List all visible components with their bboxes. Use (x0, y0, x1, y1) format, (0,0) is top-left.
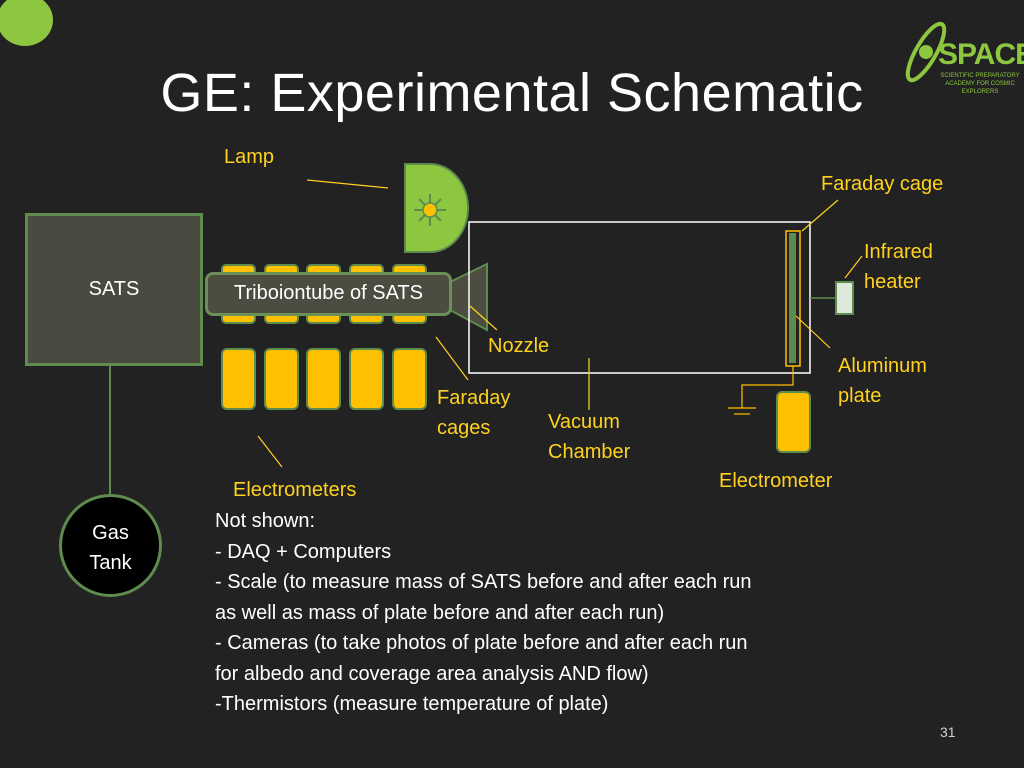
vacuum-chamber-label: Vacuum Chamber (548, 411, 631, 463)
note-line: - Cameras (to take photos of plate befor… (215, 632, 748, 654)
infrared-heater-label: Infrared heater (864, 241, 933, 293)
triboiontube-label: Triboiontube of SATS (234, 282, 423, 304)
gas-tank (59, 494, 162, 597)
faraday-cages-leader (435, 336, 469, 381)
logo-tagline: SCIENTIFIC PREPARATORY ACADEMY FOR COSMI… (940, 73, 1020, 95)
not-shown-notes: Not shown: - DAQ + Computers - Scale (to… (215, 506, 752, 720)
note-line: as well as mass of plate before and afte… (215, 601, 665, 624)
faraday-cage-leader (801, 199, 839, 232)
lamp-leader (306, 179, 389, 189)
faraday-cages-label: Faraday cages (437, 387, 511, 439)
infrared-heater (835, 281, 854, 315)
electrometers-label: Electrometers (233, 479, 357, 501)
nozzle-leader (469, 305, 498, 331)
aluminum-plate (789, 233, 796, 363)
slide-title: GE: Experimental Schematic (160, 63, 864, 123)
electrometer-label: Electrometer (719, 470, 833, 492)
sats-label: SATS (88, 278, 140, 300)
electrometer-box (776, 391, 811, 453)
triboiontube (205, 272, 452, 316)
aluminum-leader (795, 315, 831, 349)
gas-tank-label: Gas Tank (89, 522, 132, 574)
corner-dot (0, 0, 53, 46)
faraday-cage-label: Faraday cage (821, 173, 944, 195)
note-line: Not shown: (215, 510, 316, 532)
space-logo-icon (905, 21, 947, 83)
note-line: - Scale (to measure mass of SATS before … (215, 571, 752, 593)
page-number: 31 (940, 724, 956, 740)
note-line: -Thermistors (measure temperature of pla… (215, 693, 609, 715)
electrometers-leader (257, 435, 283, 468)
note-line: for albedo and coverage area analysis AN… (215, 662, 649, 685)
infrared-leader (844, 255, 863, 279)
note-line: - DAQ + Computers (215, 540, 392, 563)
electrometers-row (221, 348, 427, 410)
lamp-sun-icon (414, 194, 446, 226)
lamp-label: Lamp (224, 146, 275, 168)
nozzle-label: Nozzle (488, 335, 550, 357)
aluminum-plate-label: Aluminum plate (838, 355, 927, 407)
logo-name: SPACE (938, 38, 1024, 71)
sats-box (25, 213, 203, 366)
